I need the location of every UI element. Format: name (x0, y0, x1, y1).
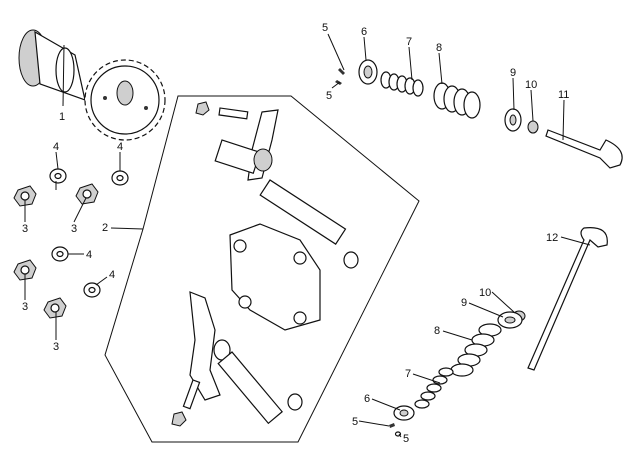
camshaft-part[interactable] (18, 29, 166, 141)
callout-5: 5 (403, 433, 409, 445)
nut-part[interactable] (13, 185, 37, 207)
callout-9: 9 (461, 297, 467, 309)
washer-part[interactable] (111, 170, 129, 186)
washer-part[interactable] (83, 282, 101, 298)
callout-3: 3 (22, 301, 28, 313)
callout-4: 4 (117, 141, 123, 153)
nut-part[interactable] (75, 183, 99, 205)
callout-10: 10 (479, 287, 491, 299)
callout-3: 3 (53, 341, 59, 353)
callout-4: 4 (53, 141, 59, 153)
callout-11: 11 (558, 89, 569, 101)
rocker-assembly-outline (104, 95, 420, 443)
nut-part[interactable] (43, 297, 67, 319)
intake-valve-group[interactable] (335, 59, 623, 169)
leader-lines (24, 33, 591, 438)
callout-7: 7 (406, 36, 412, 48)
exhaust-valve-group[interactable] (389, 227, 608, 437)
callout-7: 7 (405, 368, 411, 380)
callout-5: 5 (352, 416, 358, 428)
callout-6: 6 (364, 393, 370, 405)
callout-6: 6 (361, 26, 367, 38)
callout-10: 10 (525, 79, 537, 91)
nut-part[interactable] (13, 259, 37, 281)
rocker-parts[interactable] (171, 101, 359, 427)
callout-3: 3 (22, 223, 28, 235)
washer-part[interactable] (49, 168, 67, 184)
callout-5: 5 (322, 22, 328, 34)
callout-4: 4 (86, 249, 92, 261)
callout-1: 1 (59, 111, 65, 123)
callout-12: 12 (546, 232, 558, 244)
callout-4: 4 (109, 269, 115, 281)
callout-8: 8 (436, 42, 442, 54)
callout-9: 9 (510, 67, 516, 79)
callout-3: 3 (71, 223, 77, 235)
washer-part[interactable] (51, 246, 69, 262)
callout-2: 2 (102, 222, 108, 234)
callout-8: 8 (434, 325, 440, 337)
callout-5: 5 (326, 90, 332, 102)
